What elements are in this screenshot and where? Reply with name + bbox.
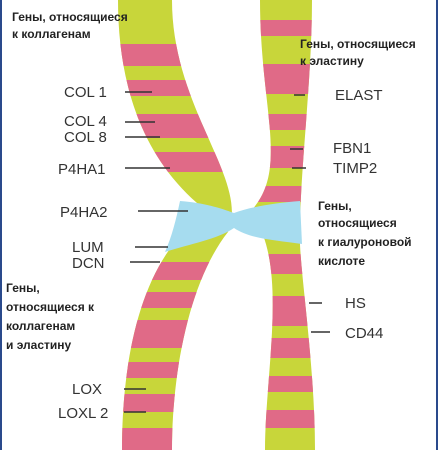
gene-label-col8: COL 8	[64, 129, 107, 146]
gene-label-lox: LOX	[72, 381, 102, 398]
category-elastin: Гены, относящиеся к эластину	[300, 37, 419, 68]
gene-label-p4ha2: P4HA2	[60, 204, 108, 221]
gene-label-dcn: DCN	[72, 255, 105, 272]
gene-label-loxl2: LOXL 2	[58, 405, 108, 422]
gene-label-cd44: CD44	[345, 325, 383, 342]
category-collagen: Гены, относящиеся к коллагенам	[12, 10, 131, 41]
category-collagen-elastin: Гены, относящиеся к коллагенам и эластин…	[6, 281, 97, 352]
gene-label-fbn1: FBN1	[333, 140, 371, 157]
gene-label-lum: LUM	[72, 239, 104, 256]
gene-label-p4ha1: P4HA1	[58, 161, 106, 178]
gene-label-elast: ELAST	[335, 87, 383, 104]
gene-label-timp2: TIMP2	[333, 160, 377, 177]
gene-label-col1: COL 1	[64, 84, 107, 101]
gene-label-hs: HS	[345, 295, 366, 312]
category-hyaluronic: Гены, относящиеся к гиалуроновой кислоте	[318, 199, 415, 268]
gene-label-col4: COL 4	[64, 113, 107, 130]
